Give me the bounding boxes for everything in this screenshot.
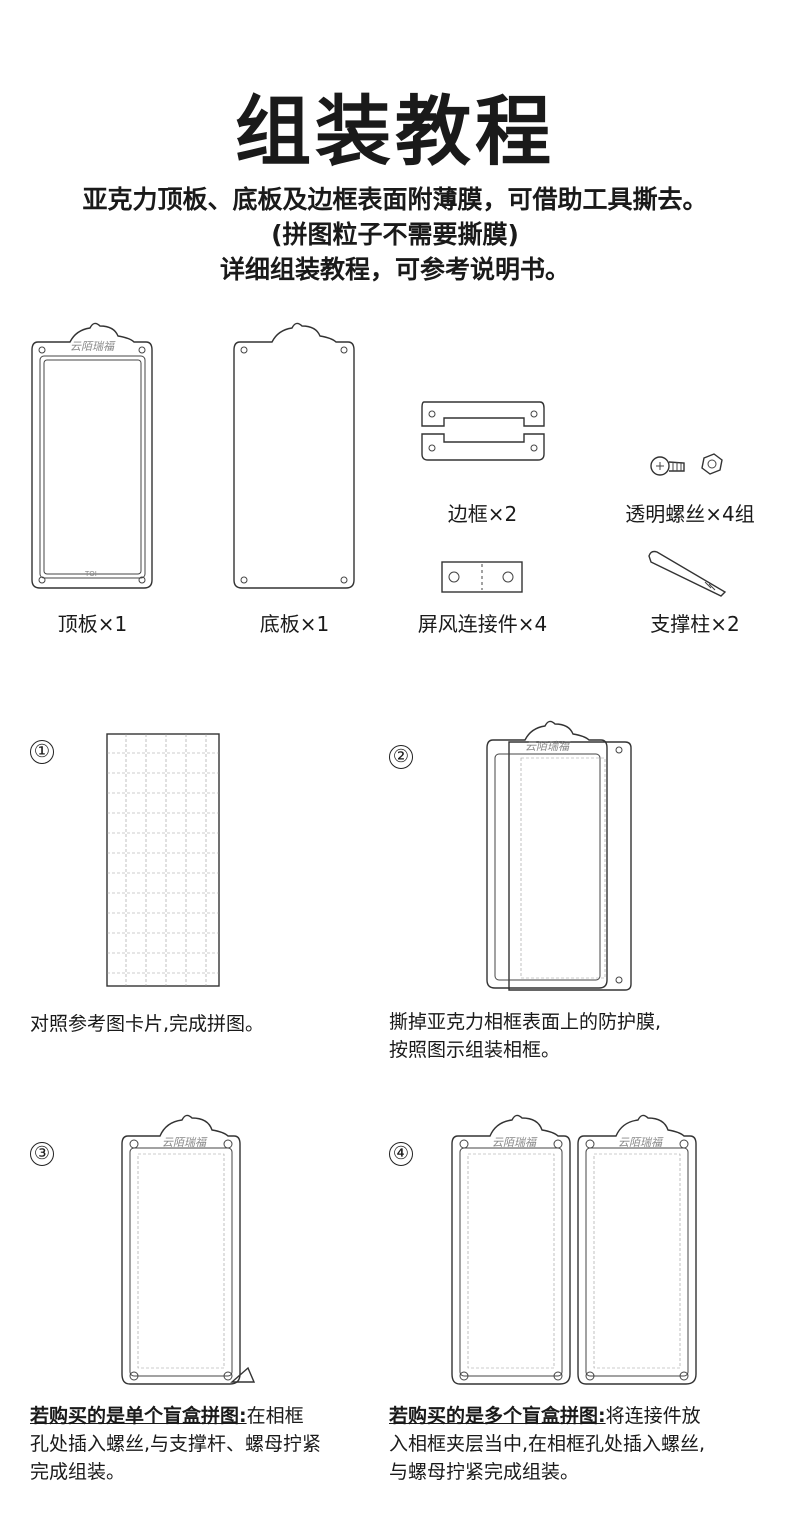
top-board-illustration: 云陌瑞福 TOI	[30, 320, 155, 590]
stand-pole-illustration	[645, 548, 730, 598]
intro-line-1: 亚克力顶板、底板及边框表面附薄膜，可借助工具撕去。	[0, 180, 790, 216]
svg-text:云陌瑞福: 云陌瑞福	[70, 340, 116, 353]
intro-line-3: 详细组装教程，可参考说明书。	[0, 250, 790, 286]
svg-text:云陌瑞福: 云陌瑞福	[492, 1136, 538, 1149]
step-4-number: ④	[389, 1142, 413, 1166]
step-3-emphasis: 若购买的是单个盲盒拼图:	[30, 1405, 247, 1427]
connector-illustration	[440, 560, 525, 594]
step-4-caption-line-2: 入相框夹层当中,在相框孔处插入螺丝,	[389, 1430, 705, 1458]
frame-assembly-illustration: 云陌瑞福	[485, 718, 635, 993]
step-4-caption-line-1: 若购买的是多个盲盒拼图:将连接件放	[389, 1402, 701, 1430]
top-board-label: 顶板×1	[30, 608, 155, 637]
single-frame-illustration: 云陌瑞福	[120, 1112, 255, 1390]
step-2-number: ②	[389, 745, 413, 769]
double-frame-illustration: 云陌瑞福 云陌瑞福	[450, 1112, 700, 1390]
step-2-caption-line-1: 撕掉亚克力相框表面上的防护膜,	[389, 1008, 661, 1036]
step-1-number: ①	[30, 740, 54, 764]
svg-text:云陌瑞福: 云陌瑞福	[618, 1136, 664, 1149]
step-4-caption-line-3: 与螺母拧紧完成组装。	[389, 1458, 579, 1486]
intro-line-2: (拼图粒子不需要撕膜)	[0, 215, 790, 251]
connector-label: 屏风连接件×4	[395, 608, 570, 637]
bottom-board-label: 底板×1	[232, 608, 357, 637]
step-4-emphasis: 若购买的是多个盲盒拼图:	[389, 1405, 606, 1427]
step-3-caption-line-2: 孔处插入螺丝,与支撑杆、螺母拧紧	[30, 1430, 321, 1458]
frame-label: 边框×2	[400, 498, 565, 527]
svg-text:云陌瑞福: 云陌瑞福	[525, 740, 571, 753]
screws-label: 透明螺丝×4组	[610, 498, 770, 527]
svg-text:TOI: TOI	[84, 570, 97, 578]
step-3-number: ③	[30, 1142, 54, 1166]
screw-icon	[648, 450, 728, 485]
stand-label: 支撑柱×2	[620, 608, 770, 637]
bottom-board-illustration	[232, 320, 357, 590]
svg-text:云陌瑞福: 云陌瑞福	[162, 1136, 208, 1149]
step-2-caption-line-2: 按照图示组装相框。	[389, 1036, 560, 1064]
frame-illustration	[420, 398, 545, 463]
step-4-caption-rest: 将连接件放	[606, 1405, 701, 1427]
step-3-caption-line-1: 若购买的是单个盲盒拼图:在相框	[30, 1402, 304, 1430]
page-title: 组装教程	[0, 70, 790, 180]
puzzle-illustration	[106, 733, 221, 988]
step-3-caption-line-3: 完成组装。	[30, 1458, 125, 1486]
step-1-caption: 对照参考图卡片,完成拼图。	[30, 1010, 264, 1038]
step-3-caption-rest: 在相框	[247, 1405, 304, 1427]
